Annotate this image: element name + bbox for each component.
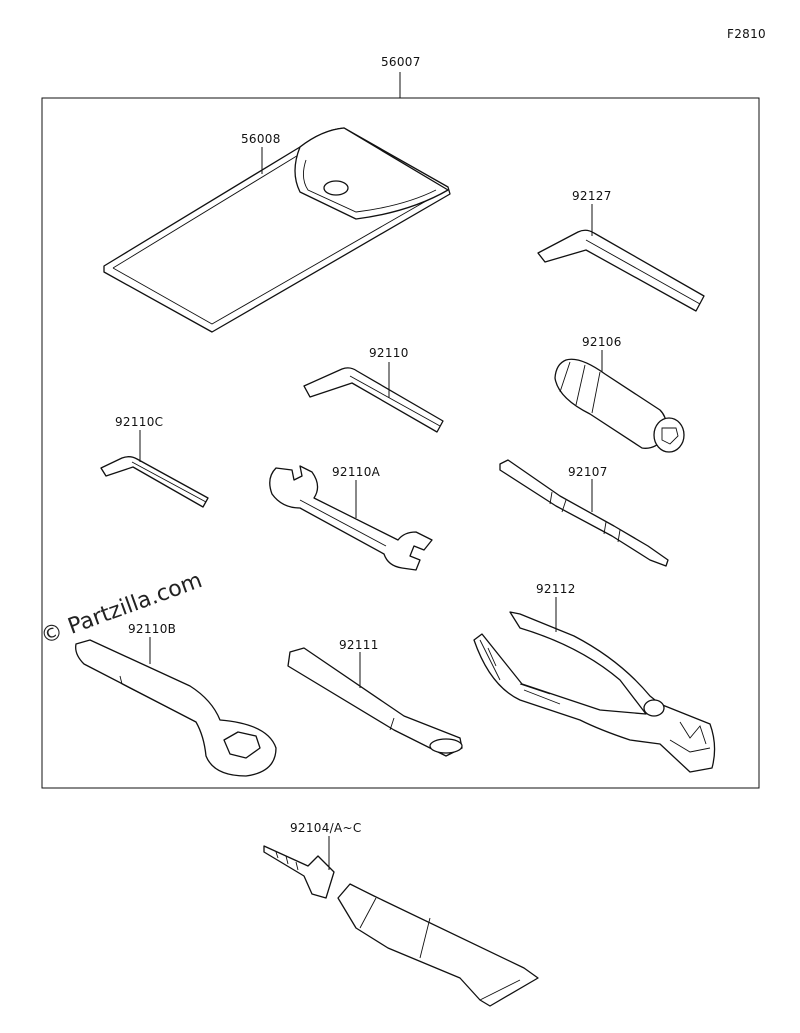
label-92106: 92106 — [582, 335, 622, 349]
hex-wrench-small — [100, 456, 209, 508]
extension-bar — [287, 647, 463, 757]
hex-wrench-large — [537, 229, 705, 312]
label-92110a: 92110A — [332, 465, 381, 479]
label-56007: 56007 — [381, 55, 421, 69]
tool-pouch — [103, 127, 451, 333]
label-92110b: 92110B — [128, 622, 176, 636]
watermark: © Partzilla.com — [38, 568, 206, 650]
plug-wrench — [554, 358, 685, 453]
label-92110: 92110 — [369, 346, 409, 360]
label-92111: 92111 — [339, 638, 379, 652]
label-92110c: 92110C — [115, 415, 163, 429]
hex-wrench-medium — [303, 367, 444, 433]
valve-core-tool — [263, 845, 335, 899]
cement-tube — [337, 883, 539, 1007]
box-wrench — [75, 639, 277, 777]
label-92104: 92104/A~C — [290, 821, 362, 835]
label-92112: 92112 — [536, 582, 576, 596]
figure-code: F2810 — [727, 27, 766, 41]
open-end-wrench — [269, 465, 433, 571]
label-92107: 92107 — [568, 465, 608, 479]
pliers — [473, 611, 716, 773]
screwdriver — [499, 459, 669, 567]
label-56008: 56008 — [241, 132, 281, 146]
label-92127: 92127 — [572, 189, 612, 203]
